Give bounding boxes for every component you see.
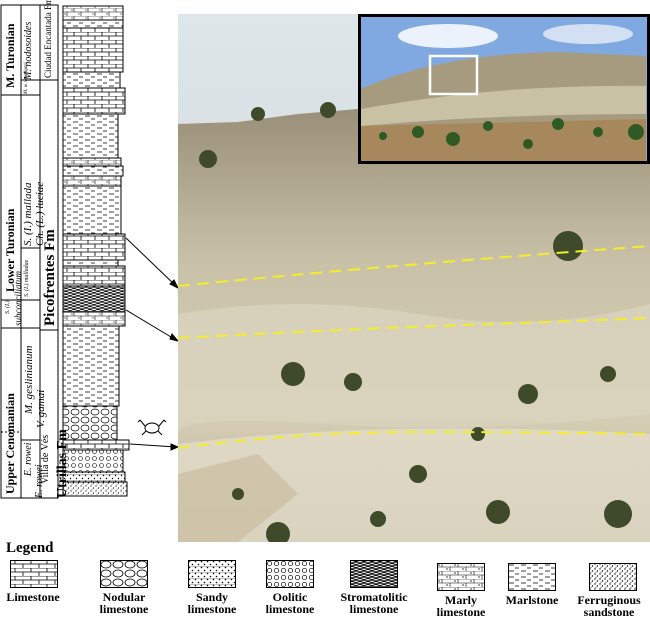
legend-swatch-nodular [100,560,148,588]
formation-ciudad-encantada: Ciudad Encantada Fm [43,0,53,78]
legend-swatch-ferruginous [589,563,637,591]
zone-mallada: S. (I.) mallada [22,182,34,246]
outcrop-photo [178,14,650,542]
boundary-lines [178,245,650,449]
legend-swatch-marlstone [508,563,556,591]
inset-photo [358,14,650,164]
zone-subconciliatum-a: S. (I.) [5,300,11,315]
legend-swatch-sandy [188,560,236,588]
correlation-arrows [125,237,180,451]
lithology-column [62,5,130,497]
legend-label-nodular: Nodular limestone [99,590,149,616]
legend-label-limestone: Limestone [6,590,60,604]
stage-upper-cenomanian: Upper Cenomanian [3,393,17,494]
legend-label-marlstone: Marlstone [505,593,559,607]
crab-fossil-icon [137,419,167,436]
member-villa-de-ves: Villa de Vés [40,434,51,484]
inset-highlight-box [428,54,479,96]
zone-rowei-1: E. rowei [23,442,34,476]
legend-label-oolitic: Oolitic limestone [265,590,315,616]
legend-label-sandy: Sandy limestone [187,590,237,616]
zone-malladae-small: S. (I.) malladae [24,259,30,297]
legend-swatch-marly-limestone [437,563,485,591]
stratigraphic-column [0,4,180,499]
formation-utrillas: Utrillas Fm [55,429,70,498]
zone-geslinianum: M. geslinianum [23,345,35,414]
legend-label-stromatolitic: Stromatolitic limestone [340,590,408,616]
legend-swatch-stromatolitic [350,560,398,588]
legend-label-ferruginous: Ferruginous sandstone [577,593,641,619]
zone-table [0,4,59,499]
zone-gamai: V. gamai [35,389,47,428]
legend-title: Legend [6,540,54,556]
zone-woollgari: M. w. woollgari [24,62,29,94]
stage-m-turonian: M. Turonian [3,23,17,88]
zone-subconciliatum-b: subconciliatum [13,271,23,326]
legend-swatch-oolitic [266,560,314,588]
legend-swatch-limestone [10,560,58,588]
formation-picofrentes: Picofrentes Fm [42,229,58,326]
legend-label-marly-limestone: Marly limestone [436,593,486,619]
